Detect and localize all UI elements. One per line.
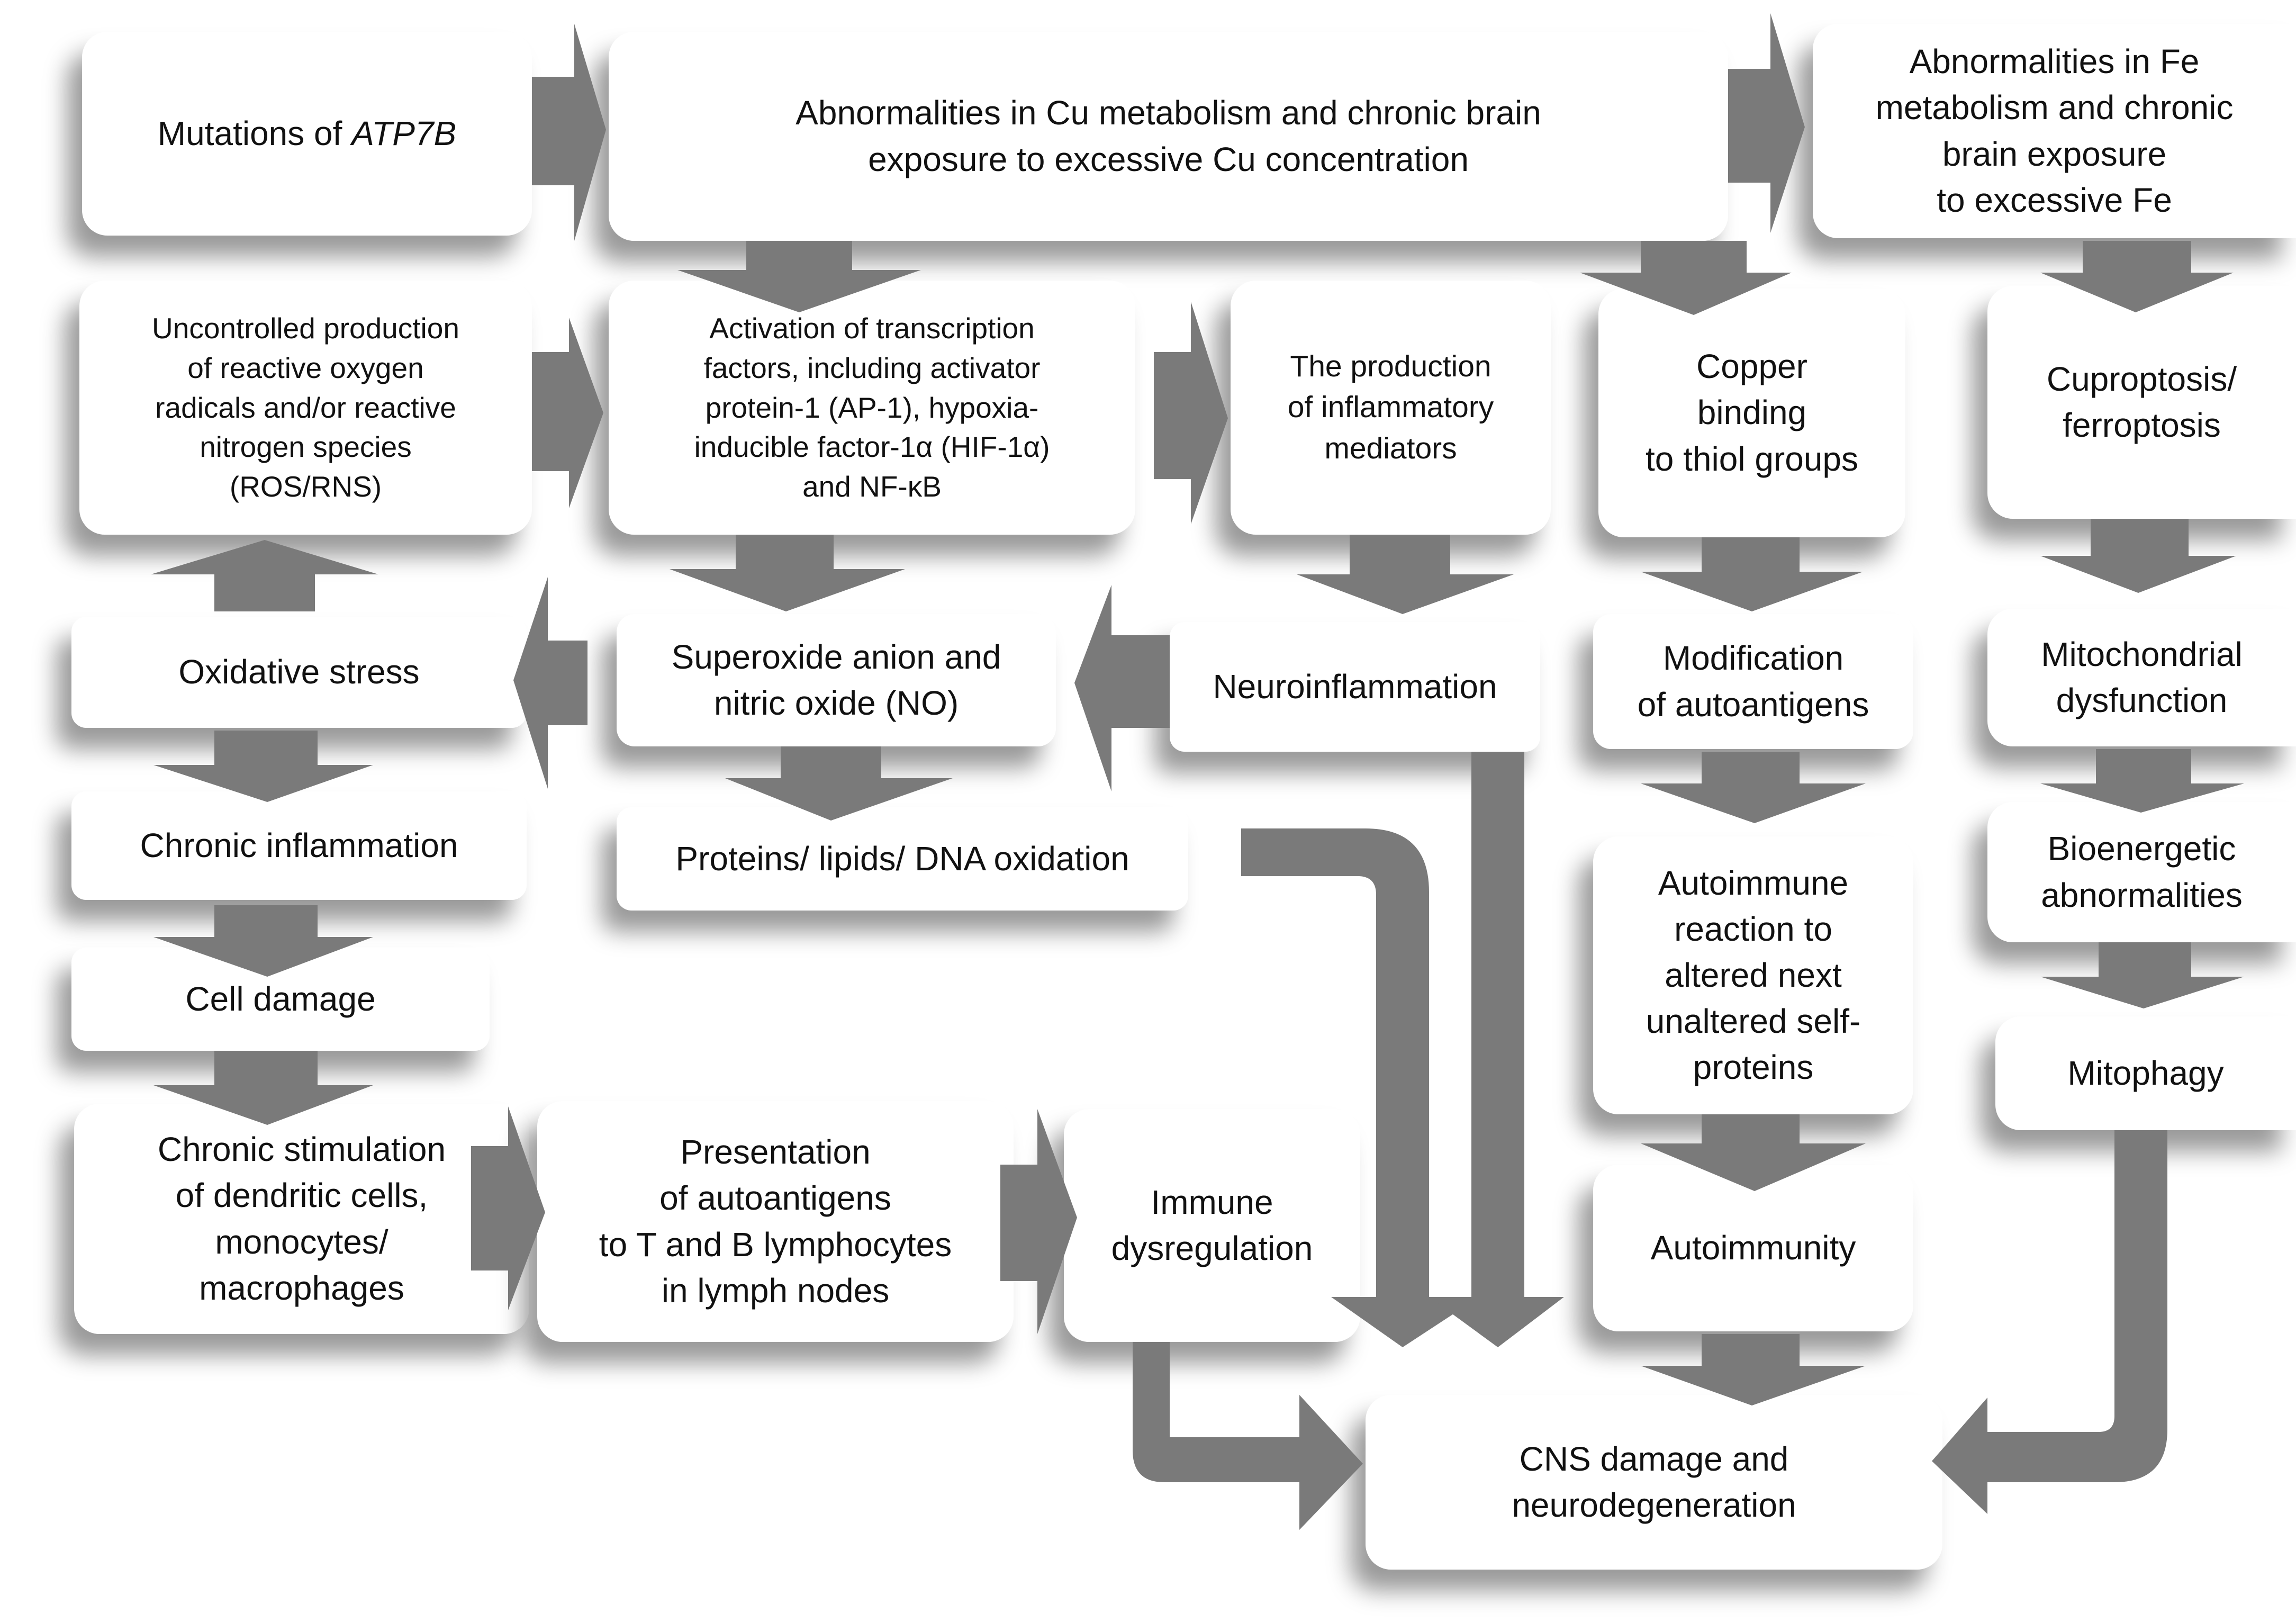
- arrow-bioenergetic-to-mitophagy: [2040, 942, 2244, 1008]
- gene-name: ATP7B: [351, 114, 457, 152]
- node-immune-dysregulation: Immune dysregulation: [1064, 1109, 1360, 1342]
- node-autoantigen-modification: Modification of autoantigens: [1593, 614, 1913, 749]
- arrow-mitophagy-to-cns: [1932, 1130, 2167, 1514]
- node-cu-abnormalities: Abnormalities in Cu metabolism and chron…: [609, 32, 1728, 241]
- node-mitophagy-text: Mitophagy: [2067, 1053, 2224, 1092]
- node-chronic-stimulation: Chronic stimulation of dendritic cells, …: [74, 1104, 529, 1334]
- node-autoimmune-reaction-text: Autoimmune reaction to altered next unal…: [1646, 863, 1861, 1087]
- node-autoantigen-modification-text: Modification of autoantigens: [1637, 639, 1869, 724]
- node-inflammatory-mediators: The production of inflammatory mediators: [1231, 281, 1551, 535]
- node-oxidative-stress-text: Oxidative stress: [178, 653, 420, 691]
- arrow-ros-to-transcription: [532, 318, 603, 508]
- node-ros-rns-text: Uncontrolled production of reactive oxyg…: [152, 312, 459, 503]
- node-presentation: Presentation of autoantigens to T and B …: [537, 1101, 1014, 1342]
- node-chronic-inflammation: Chronic inflammation: [71, 791, 527, 900]
- node-oxidation: Proteins/ lipids/ DNA oxidation: [617, 807, 1188, 911]
- arrow-neuroinflammation-to-cns: [1429, 752, 1564, 1347]
- node-cell-damage-text: Cell damage: [185, 979, 376, 1018]
- node-cuproptosis: Cuproptosis/ ferroptosis: [1987, 286, 2296, 519]
- arrow-neuroinflammation-to-superoxide: [1074, 585, 1170, 791]
- node-bioenergetic: Bioenergetic abnormalities: [1987, 802, 2296, 942]
- node-inflammatory-mediators-text: The production of inflammatory mediators: [1287, 349, 1494, 465]
- node-transcription-factors-text: Activation of transcription factors, inc…: [694, 312, 1050, 503]
- node-transcription-factors: Activation of transcription factors, inc…: [609, 281, 1135, 535]
- arrow-cu-to-fe: [1728, 13, 1805, 233]
- node-ros-rns: Uncontrolled production of reactive oxyg…: [79, 281, 532, 535]
- node-bioenergetic-text: Bioenergetic abnormalities: [2041, 830, 2243, 914]
- node-neuroinflammation-text: Neuroinflammation: [1213, 667, 1497, 706]
- node-oxidative-stress: Oxidative stress: [71, 617, 527, 728]
- node-cuproptosis-text: Cuproptosis/ ferroptosis: [2046, 359, 2237, 444]
- node-cns-damage-text: CNS damage and neurodegeneration: [1512, 1439, 1796, 1524]
- node-autoimmunity: Autoimmunity: [1593, 1165, 1913, 1331]
- node-superoxide-no: Superoxide anion and nitric oxide (NO): [617, 614, 1056, 746]
- node-mito-dysfunction: Mitochondrial dysfunction: [1987, 609, 2296, 746]
- arrow-transcription-to-mediators: [1154, 302, 1228, 524]
- node-cell-damage: Cell damage: [71, 948, 490, 1051]
- arrow-modification-to-autoimmune-reaction: [1641, 752, 1866, 823]
- node-mitophagy: Mitophagy: [1995, 1016, 2296, 1130]
- arrow-oxidative-to-ros: [151, 540, 378, 611]
- node-chronic-inflammation-text: Chronic inflammation: [140, 826, 458, 864]
- node-neuroinflammation: Neuroinflammation: [1170, 622, 1540, 752]
- node-mito-dysfunction-text: Mitochondrial dysfunction: [2041, 635, 2243, 719]
- node-copper-binding-text: Copper binding to thiol groups: [1645, 347, 1859, 478]
- node-autoimmunity-text: Autoimmunity: [1650, 1228, 1856, 1267]
- node-autoimmune-reaction: Autoimmune reaction to altered next unal…: [1593, 836, 1913, 1114]
- node-immune-dysregulation-text: Immune dysregulation: [1111, 1183, 1313, 1267]
- arrow-cuproptosis-to-mito: [2040, 519, 2236, 593]
- node-cns-damage: CNS damage and neurodegeneration: [1366, 1395, 1942, 1570]
- node-superoxide-no-text: Superoxide anion and nitric oxide (NO): [671, 637, 1001, 722]
- node-fe-abnormalities-text: Abnormalities in Fe metabolism and chron…: [1875, 42, 2234, 219]
- arrow-mutations-to-cu: [532, 24, 606, 241]
- node-mutations-atp7b: Mutations of ATP7B: [82, 32, 532, 236]
- node-oxidation-text: Proteins/ lipids/ DNA oxidation: [675, 839, 1129, 878]
- arrow-transcription-to-superoxide: [670, 535, 905, 611]
- node-chronic-stimulation-text: Chronic stimulation of dendritic cells, …: [157, 1130, 446, 1307]
- node-presentation-text: Presentation of autoantigens to T and B …: [599, 1133, 952, 1310]
- node-fe-abnormalities: Abnormalities in Fe metabolism and chron…: [1813, 24, 2296, 238]
- node-cu-abnormalities-text: Abnormalities in Cu metabolism and chron…: [796, 94, 1541, 178]
- mutations-prefix: Mutations of: [157, 114, 352, 152]
- node-copper-binding: Copper binding to thiol groups: [1598, 289, 1905, 537]
- arrow-mediators-to-neuroinflammation: [1297, 535, 1514, 614]
- arrow-immune-to-cns: [1133, 1342, 1363, 1530]
- arrow-copper-binding-to-modification: [1641, 537, 1863, 611]
